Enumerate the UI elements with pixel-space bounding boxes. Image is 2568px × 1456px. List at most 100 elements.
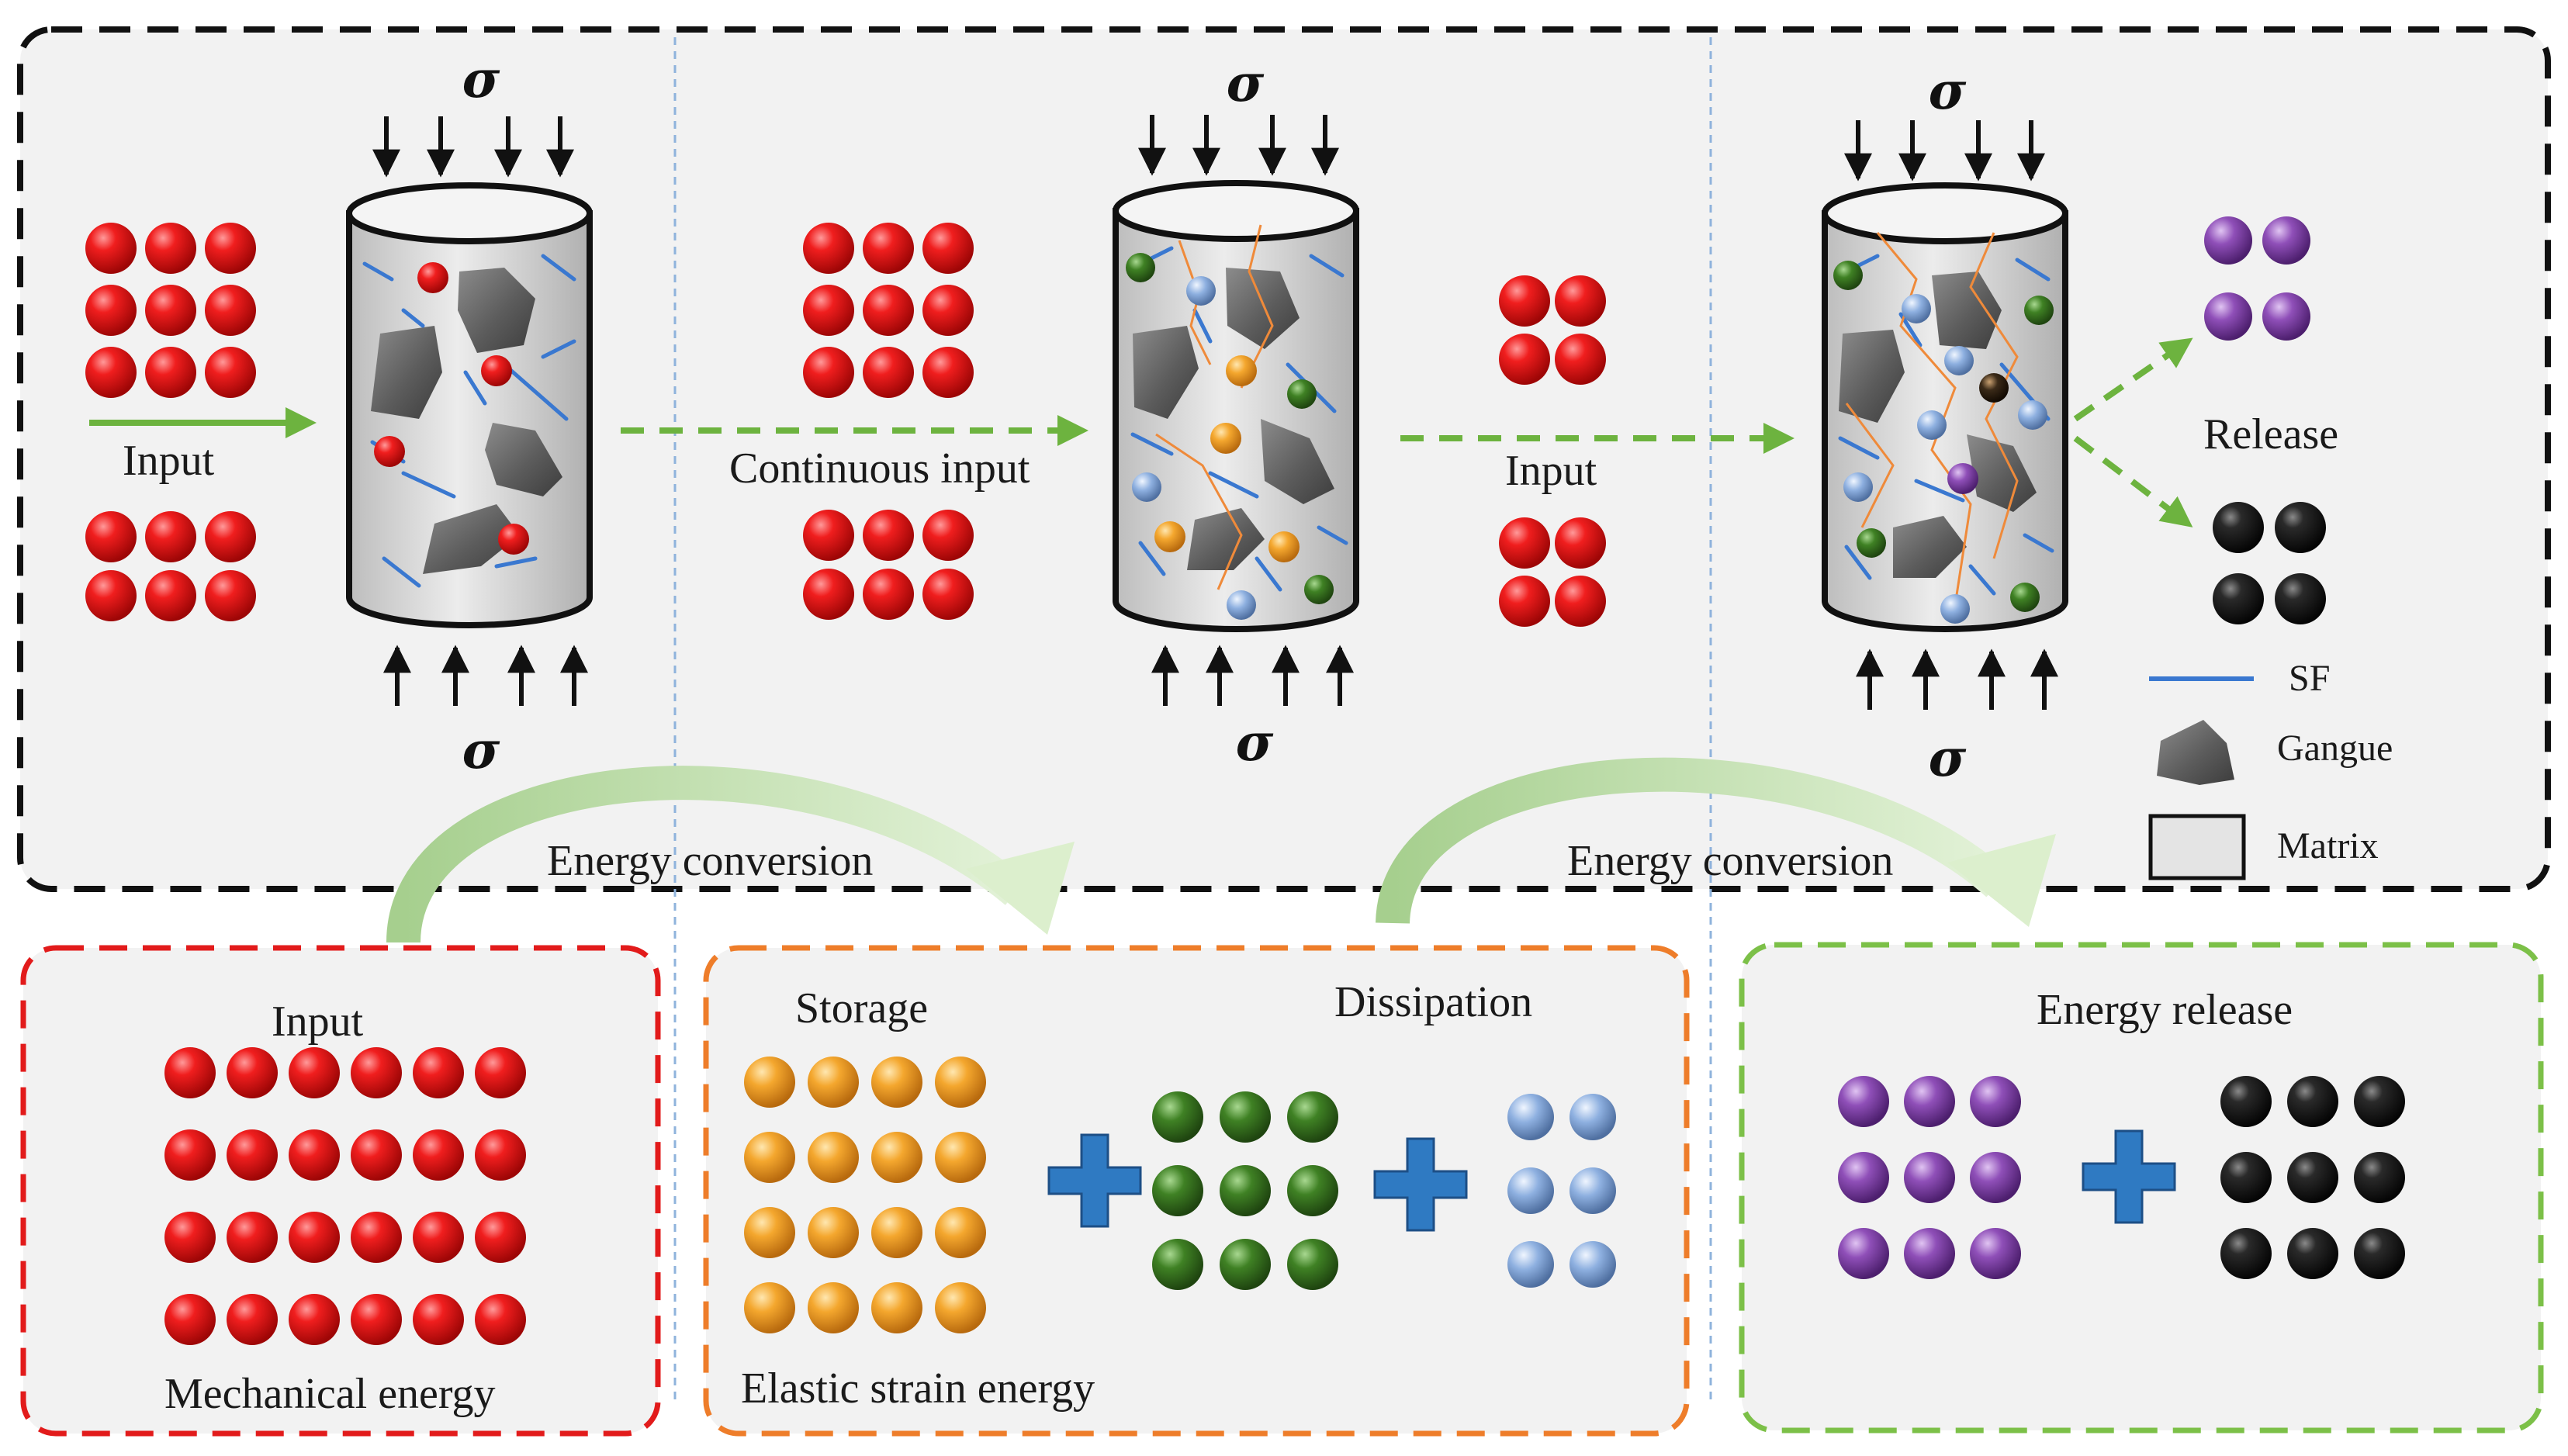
- energy-ball: [803, 510, 854, 561]
- energy-ball: [922, 569, 974, 620]
- energy-ball: [1152, 1091, 1203, 1143]
- sigma-top-3: σ: [1929, 61, 1967, 121]
- storage-energy-balls: [744, 1057, 986, 1333]
- energy-ball: [1499, 275, 1550, 327]
- energy-ball: [85, 511, 137, 562]
- energy-ball: [145, 511, 196, 562]
- energy-ball: [1220, 1091, 1271, 1143]
- energy-ball: [475, 1212, 526, 1263]
- energy-ball: [863, 569, 914, 620]
- energy-ball: [871, 1207, 922, 1258]
- energy-ball: [871, 1132, 922, 1183]
- release-black-balls: [2213, 502, 2326, 624]
- energy-conversion-arrow-1: [386, 766, 1075, 943]
- energy-ball: [2220, 1076, 2272, 1127]
- energy-ball: [1555, 576, 1606, 627]
- energy-ball: [1570, 1241, 1616, 1288]
- input-label: Input: [123, 437, 215, 485]
- inner-balls-cylinder-1: [374, 262, 529, 555]
- energy-ball: [475, 1047, 526, 1098]
- energy-ball: [1507, 1094, 1554, 1140]
- energy-ball: [2262, 216, 2310, 265]
- input-balls-stage3-1: [1499, 275, 1606, 385]
- energy-ball: [289, 1047, 340, 1098]
- energy-ball: [922, 510, 974, 561]
- energy-ball: [1499, 517, 1550, 569]
- release-purple-balls: [2204, 216, 2310, 341]
- input-energy-balls-1: [85, 223, 256, 398]
- dissipation-green-balls: [1152, 1091, 1338, 1290]
- release-arrow-up: [2073, 337, 2193, 422]
- inner-balls-cylinder-3: [1833, 261, 2054, 624]
- release-label: Release: [2203, 410, 2338, 458]
- energy-ball: [1507, 1241, 1554, 1288]
- continuous-input-balls-1: [803, 223, 974, 398]
- energy-ball: [85, 570, 137, 621]
- energy-ball: [1152, 1239, 1203, 1290]
- release-purple-balls-bottom: [1838, 1076, 2021, 1279]
- elastic-strain-energy-label: Elastic strain energy: [741, 1364, 1095, 1413]
- plus-icon: [1047, 1133, 1142, 1228]
- energy-conversion-arrow-2: [1376, 757, 2056, 927]
- energy-ball: [803, 569, 854, 620]
- energy-ball: [205, 347, 256, 398]
- sigma-top-1: σ: [462, 49, 500, 109]
- energy-ball: [744, 1057, 795, 1108]
- energy-ball: [863, 223, 914, 274]
- energy-ball: [1287, 1091, 1338, 1143]
- energy-ball: [2204, 216, 2252, 265]
- energy-ball: [1904, 1228, 1955, 1279]
- energy-ball: [289, 1212, 340, 1263]
- energy-ball: [803, 285, 854, 336]
- sigma-top-2: σ: [1227, 53, 1265, 113]
- energy-ball: [1287, 1165, 1338, 1216]
- energy-ball: [205, 570, 256, 621]
- energy-ball: [744, 1207, 795, 1258]
- energy-ball: [1570, 1167, 1616, 1214]
- mechanical-energy-label: Mechanical energy: [164, 1370, 496, 1418]
- energy-ball: [205, 511, 256, 562]
- energy-ball: [351, 1212, 402, 1263]
- inner-balls-cylinder-2: [1126, 253, 1334, 620]
- input-energy-balls-2: [85, 511, 256, 621]
- energy-ball: [85, 347, 137, 398]
- energy-ball: [1499, 576, 1550, 627]
- storage-label: Storage: [795, 984, 928, 1032]
- energy-ball: [2287, 1152, 2338, 1203]
- legend-sf-label: SF: [2289, 658, 2330, 699]
- energy-ball: [1838, 1076, 1889, 1127]
- energy-ball: [1838, 1228, 1889, 1279]
- release-arrow-down: [2073, 435, 2193, 527]
- energy-ball: [935, 1132, 986, 1183]
- input-balls-stage3-2: [1499, 517, 1606, 627]
- energy-ball: [475, 1129, 526, 1181]
- energy-ball: [351, 1047, 402, 1098]
- energy-ball: [2262, 292, 2310, 341]
- energy-ball: [1220, 1165, 1271, 1216]
- energy-ball: [935, 1057, 986, 1108]
- continuous-input-balls-2: [803, 510, 974, 620]
- plus-icon: [2082, 1129, 2176, 1224]
- energy-ball: [1970, 1152, 2021, 1203]
- energy-ball: [2220, 1228, 2272, 1279]
- energy-ball: [85, 223, 137, 274]
- energy-ball: [351, 1129, 402, 1181]
- energy-ball: [922, 285, 974, 336]
- energy-ball: [2204, 292, 2252, 341]
- energy-conversion-label-2: Energy conversion: [1567, 837, 1893, 885]
- mechanical-input-label: Input: [272, 998, 364, 1046]
- legend-gangue-label: Gangue: [2277, 728, 2393, 769]
- energy-ball: [413, 1294, 464, 1345]
- energy-ball: [935, 1282, 986, 1333]
- energy-ball: [1287, 1239, 1338, 1290]
- dissipation-label: Dissipation: [1334, 978, 1532, 1026]
- sigma-bottom-3: σ: [1929, 728, 1967, 788]
- energy-ball: [2287, 1228, 2338, 1279]
- energy-ball: [803, 223, 854, 274]
- energy-ball: [145, 223, 196, 274]
- energy-ball: [2354, 1152, 2405, 1203]
- sigma-bottom-1: σ: [462, 720, 500, 780]
- energy-ball: [871, 1282, 922, 1333]
- energy-ball: [1152, 1165, 1203, 1216]
- energy-conversion-label-1: Energy conversion: [547, 837, 873, 885]
